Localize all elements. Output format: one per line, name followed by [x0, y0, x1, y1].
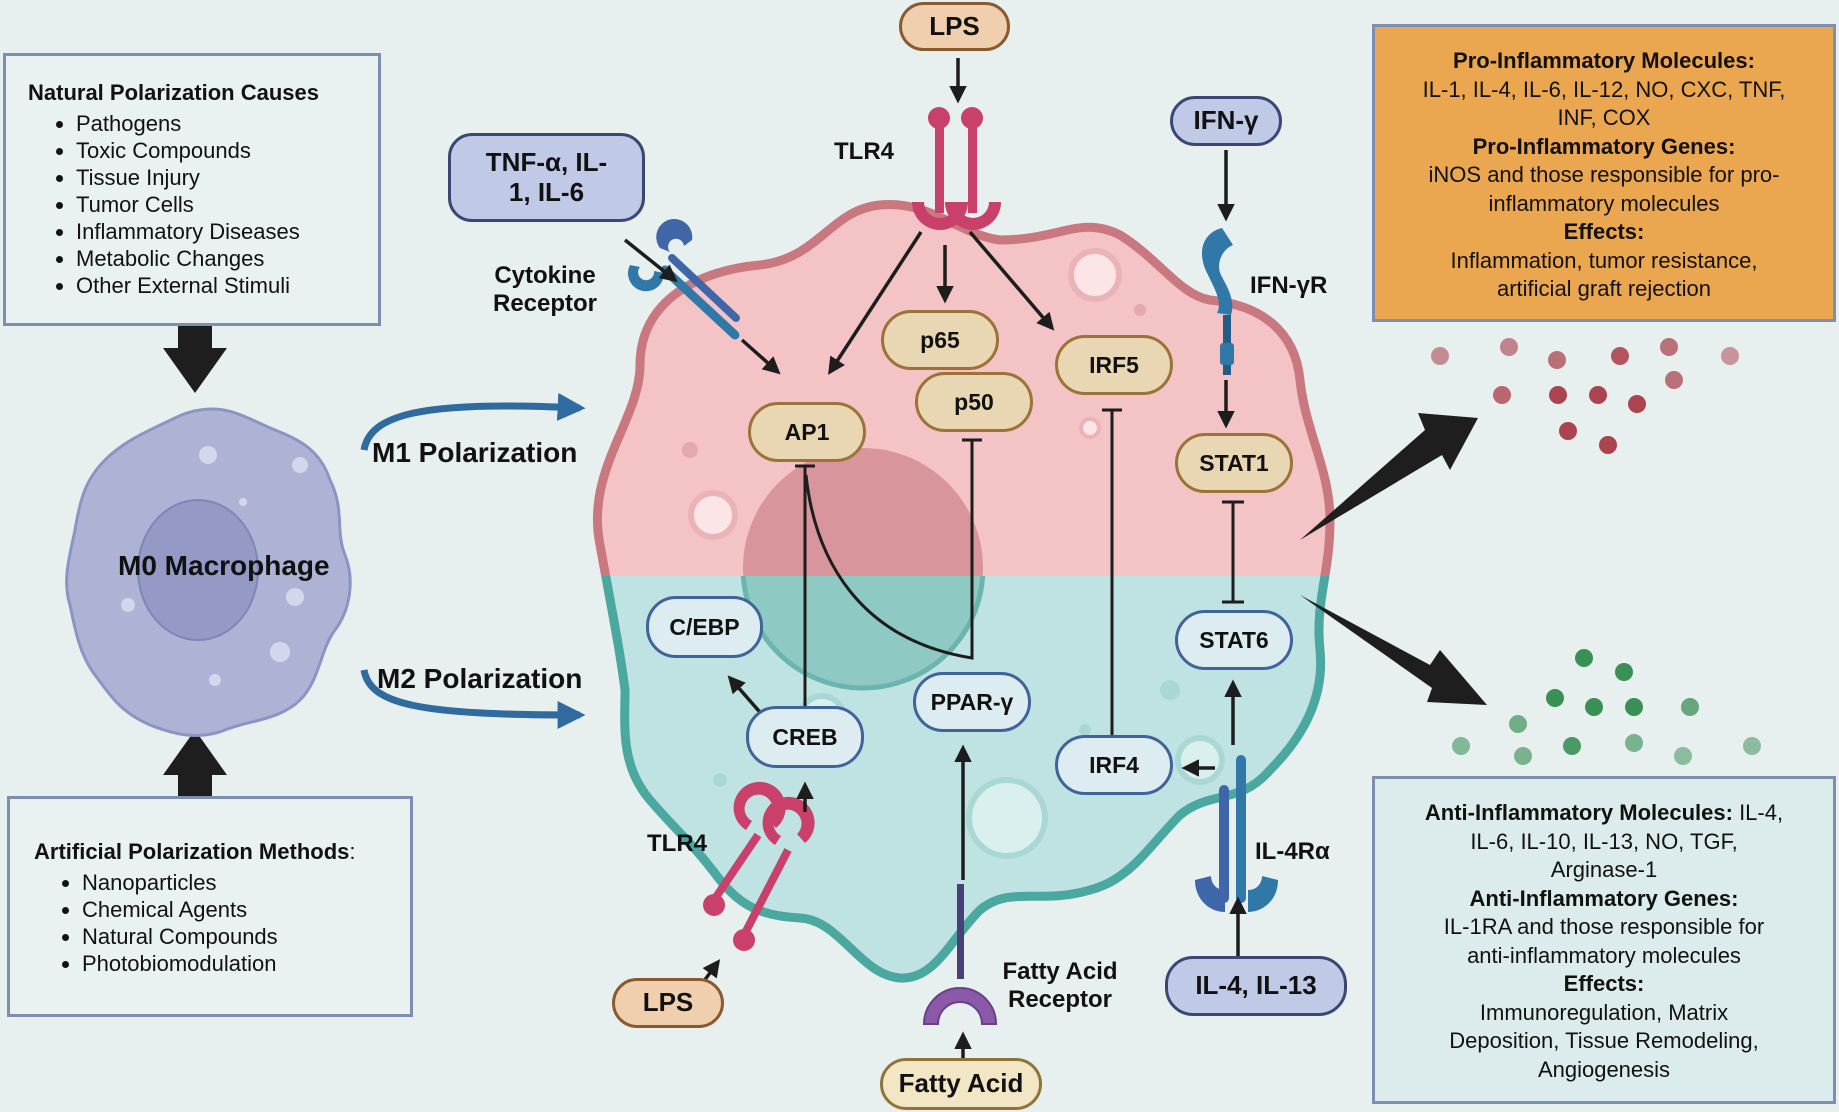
molecule-dot — [1615, 663, 1633, 681]
molecule-dot — [1589, 386, 1607, 404]
list-item: Other External Stimuli — [76, 272, 378, 299]
m0-macrophage-label: M0 Macrophage — [118, 550, 330, 581]
molecule-dot — [1585, 698, 1603, 716]
molecule-dot — [1431, 347, 1449, 365]
molecule-dot — [1563, 737, 1581, 755]
irf4-node: IRF4 — [1055, 735, 1173, 795]
natural-causes-heading: Natural Polarization Causes — [28, 80, 319, 105]
list-item: Nanoparticles — [82, 869, 410, 896]
list-item: Tissue Injury — [76, 164, 378, 191]
il4r-alpha-receptor-icon — [1195, 755, 1278, 912]
m1-polarization-label: M1 Polarization — [372, 437, 578, 468]
m1-output-arrow — [1300, 413, 1478, 540]
anti-effects-text: Immunoregulation, Matrix Deposition, Tis… — [1449, 999, 1759, 1082]
fatty-acid-receptor-icon — [922, 884, 998, 1025]
molecule-dot — [1625, 734, 1643, 752]
molecule-dot — [1549, 386, 1567, 404]
molecule-dot — [1452, 737, 1470, 755]
ifn-gamma-r-label: IFN-γR — [1250, 272, 1328, 299]
anti-effects-heading: Effects: — [1563, 971, 1645, 996]
pro-genes-heading: Pro-Inflammatory Genes: — [1472, 133, 1736, 159]
molecule-dot — [1628, 395, 1646, 413]
artificial-methods-heading: Artificial Polarization Methods: — [34, 839, 356, 864]
p65-node: p65 — [881, 310, 999, 370]
cebp-node: C/EBP — [646, 596, 763, 658]
il4-il13-pill: IL-4, IL-13 — [1165, 956, 1347, 1016]
anti-genes-text: IL-1RA and those responsible for anti-in… — [1443, 914, 1765, 968]
tlr4-bottom-receptor-icon — [703, 781, 815, 951]
tlr4-top-label: TLR4 — [834, 138, 894, 165]
tlr4-top-receptor-icon — [912, 107, 1001, 230]
irf5-node: IRF5 — [1055, 335, 1173, 395]
m2-polarization-arrow — [360, 669, 586, 729]
list-item: Toxic Compounds — [76, 137, 378, 164]
pro-inflammatory-molecule-dots — [1431, 338, 1739, 454]
list-item: Natural Compounds — [82, 923, 410, 950]
molecule-dot — [1546, 689, 1564, 707]
anti-inflammatory-molecule-dots — [1452, 649, 1761, 765]
ap1-node: AP1 — [748, 402, 866, 462]
list-item: Chemical Agents — [82, 896, 410, 923]
tlr4-bottom-label: TLR4 — [647, 830, 707, 857]
anti-molecules-heading: Anti-Inflammatory Molecules: — [1424, 800, 1733, 825]
list-item: Metabolic Changes — [76, 245, 378, 272]
lps-bottom-pill: LPS — [612, 978, 724, 1028]
list-item: Photobiomodulation — [82, 950, 410, 977]
molecule-dot — [1559, 422, 1577, 440]
list-item: Tumor Cells — [76, 191, 378, 218]
list-item: Pathogens — [76, 110, 378, 137]
molecule-dot — [1681, 698, 1699, 716]
pro-inflammatory-box: Pro-Inflammatory Molecules: IL-1, IL-4, … — [1372, 24, 1836, 322]
stat6-node: STAT6 — [1175, 610, 1293, 670]
molecule-dot — [1660, 338, 1678, 356]
m2-polarization-label: M2 Polarization — [377, 663, 583, 694]
anti-inflammatory-box: Anti-Inflammatory Molecules: IL-4, IL-6,… — [1372, 776, 1836, 1104]
m1-polarization-arrow — [360, 392, 586, 451]
molecule-dot — [1674, 747, 1692, 765]
molecule-dot — [1625, 698, 1643, 716]
artificial-methods-list: Nanoparticles Chemical Agents Natural Co… — [34, 869, 410, 977]
molecule-dot — [1500, 338, 1518, 356]
molecule-dot — [1743, 737, 1761, 755]
creb-node: CREB — [746, 706, 864, 768]
molecule-dot — [1599, 436, 1617, 454]
anti-genes-heading: Anti-Inflammatory Genes: — [1469, 885, 1739, 911]
anti-molecules-text: IL-4, IL-6, IL-10, IL-13, NO, TGF, Argin… — [1470, 800, 1784, 882]
molecule-dot — [1493, 386, 1511, 404]
cytokine-receptor-label: Cytokine Receptor — [492, 262, 598, 317]
lps-top-pill: LPS — [899, 2, 1010, 51]
molecule-dot — [1665, 371, 1683, 389]
arrow-artificial-to-m0 — [163, 730, 227, 805]
arrow-natural-to-m0 — [163, 318, 227, 393]
molecule-dot — [1509, 715, 1527, 733]
natural-causes-box: Natural Polarization Causes Pathogens To… — [3, 53, 381, 326]
m2-output-arrow — [1300, 595, 1487, 705]
p50-node: p50 — [915, 372, 1033, 432]
molecule-dot — [1721, 347, 1739, 365]
fatty-acid-receptor-label: Fatty Acid Receptor — [1002, 958, 1118, 1013]
il4r-alpha-label: IL-4Rα — [1255, 838, 1330, 865]
tnf-il1-il6-pill: TNF-α, IL-1, IL-6 — [448, 133, 645, 222]
molecule-dot — [1611, 347, 1629, 365]
natural-causes-list: Pathogens Toxic Compounds Tissue Injury … — [28, 110, 378, 299]
pro-molecules-text: IL-1, IL-4, IL-6, IL-12, NO, CXC, TNF, I… — [1422, 76, 1786, 131]
stat1-node: STAT1 — [1175, 433, 1293, 493]
inhibition-lines — [795, 408, 1244, 750]
pro-effects-heading: Effects: — [1563, 219, 1645, 244]
molecule-dot — [1548, 351, 1566, 369]
molecule-dot — [1514, 747, 1532, 765]
molecule-dot — [1575, 649, 1593, 667]
anti-molecules: Anti-Inflammatory Molecules: IL-4, IL-6,… — [1393, 799, 1815, 885]
ppar-gamma-node: PPAR-γ — [913, 672, 1031, 732]
pro-molecules-heading: Pro-Inflammatory Molecules: — [1453, 48, 1755, 73]
ifn-gamma-pill: IFN-γ — [1170, 96, 1282, 146]
fatty-acid-pill: Fatty Acid — [880, 1058, 1042, 1110]
ifn-gamma-receptor-icon — [1202, 228, 1234, 375]
pro-genes-text: iNOS and those responsible for pro-infla… — [1428, 162, 1780, 216]
artificial-methods-box: Artificial Polarization Methods: Nanopar… — [7, 796, 413, 1017]
list-item: Inflammatory Diseases — [76, 218, 378, 245]
pro-effects-text: Inflammation, tumor resistance, artifici… — [1450, 247, 1758, 302]
m0-macrophage-cell — [65, 407, 352, 737]
